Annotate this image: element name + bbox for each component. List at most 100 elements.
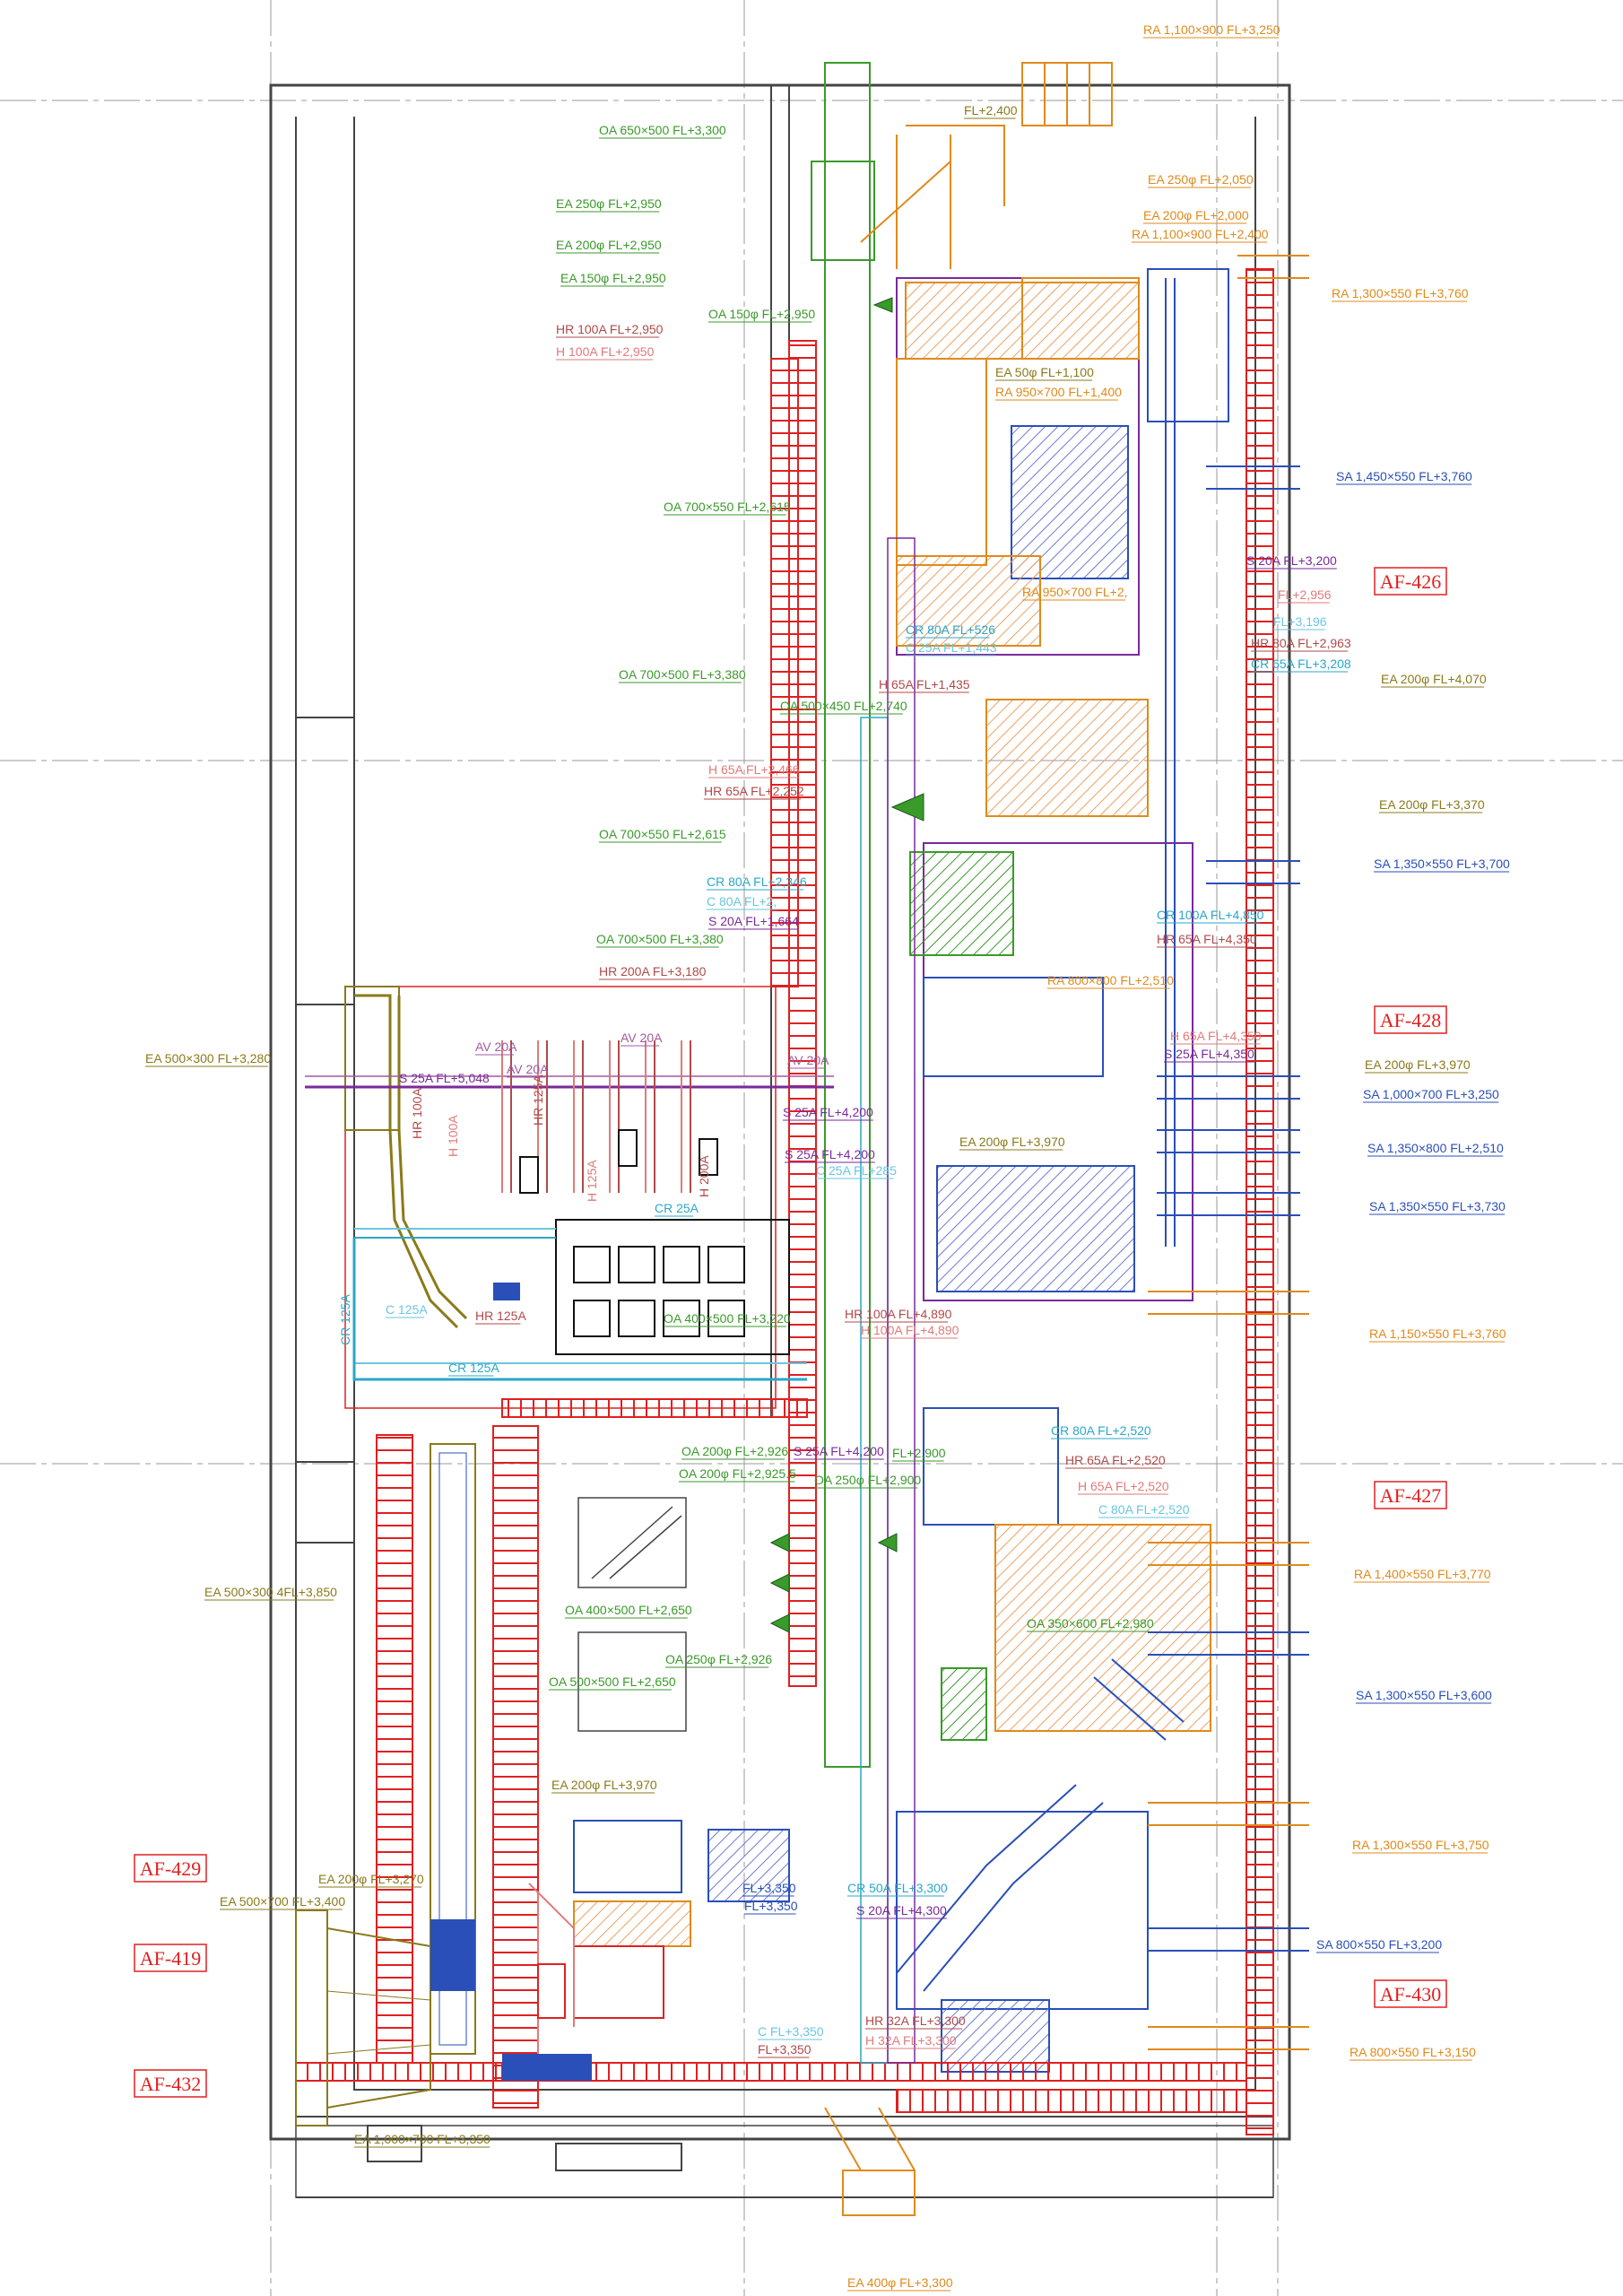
duct-label-ra-1300-550-3750: RA 1,300×550 FL+3,750	[1352, 1838, 1489, 1852]
duct-label-ra-1300-550-3760: RA 1,300×550 FL+3,760	[1332, 286, 1469, 300]
duct-label-c-125a: C 125A	[386, 1302, 428, 1317]
duct-label-hr-32a-3300: HR 32A FL+3,300	[865, 2013, 966, 2028]
duct-label-ea-200-2950: EA 200φ FL+2,950	[556, 238, 662, 252]
duct-label-sa-800-550-3200: SA 800×550 FL+3,200	[1316, 1937, 1442, 1952]
duct-label-ea-500-300-3280: EA 500×300 FL+3,280	[145, 1051, 271, 1065]
duct-label-hr-125a: HR 125A	[475, 1309, 526, 1323]
duct-label-c-3350: C FL+3,350	[758, 2024, 824, 2039]
duct-label-ea-400-3300: EA 400φ FL+3,300	[847, 2275, 953, 2290]
duct-label-oa-700-550-2615a: OA 700×550 FL+2,615	[664, 500, 791, 514]
duct-label-h-65a-1435: H 65A FL+1,435	[879, 677, 970, 691]
duct-label-oa-500-450-2740: OA 500×450 FL+2,740	[780, 699, 907, 713]
duct-label-hr-80a-2963: HR 80A FL+2,963	[1251, 636, 1351, 650]
duct-label-ea-200-2000: EA 200φ FL+2,000	[1143, 208, 1249, 222]
duct-label-h-65a-4350: H 65A FL+4,350	[1170, 1029, 1262, 1043]
room-tag-box	[134, 1854, 207, 1883]
duct-runs	[295, 62, 1309, 2135]
duct-label-sa-1450-550: SA 1,450×550 FL+3,760	[1336, 469, 1472, 483]
duct-label-ra-800-550-3150: RA 800×550 FL+3,150	[1350, 2045, 1476, 2059]
duct-label-cr-50a-3300: CR 50A FL+3,300	[847, 1881, 948, 1895]
duct-label-fl-3350c: FL+3,350	[758, 2042, 812, 2057]
room-tag-box	[1374, 1481, 1447, 1509]
duct-label-ea-200-3970c: EA 200φ FL+3,970	[551, 1778, 657, 1792]
duct-label-oa-250-2900: OA 250φ FL+2,900	[814, 1473, 921, 1487]
room-tag-af-426: AF-426	[1380, 570, 1441, 593]
duct-label-ea-1000-700-3350: EA 1,000×700 FL+3,350	[354, 2132, 490, 2146]
duct-label-ea-250-2050: EA 250φ FL+2,050	[1148, 172, 1254, 187]
duct-label-cr-100a-4850: CR 100A FL+4,850	[1157, 908, 1264, 922]
duct-label-h-65a-2466: H 65A FL+2,466	[708, 762, 800, 777]
duct-label-oa-400-500-2650: OA 400×500 FL+2,650	[565, 1603, 692, 1617]
duct-label-cr-125a-v: CR 125A	[338, 1294, 352, 1345]
duct-label-s-20a-3200: S 20A FL+3,200	[1246, 553, 1337, 568]
duct-label-s-25a-4200a: S 25A FL+4,200	[783, 1105, 873, 1119]
duct-label-av-20a-3: AV 20A	[621, 1031, 663, 1045]
room-tag-box	[1374, 1979, 1447, 2008]
duct-label-oa-200-2926a: OA 200φ FL+2,926	[681, 1444, 788, 1458]
room-tag-af-419: AF-419	[140, 1947, 201, 1970]
duct-label-ea-500-700-3400: EA 500×700 FL+3,400	[220, 1894, 345, 1909]
duct-label-oa-700-500-3380b: OA 700×500 FL+3,380	[596, 932, 724, 946]
duct-label-h-65a-2520: H 65A FL+2,520	[1078, 1479, 1169, 1493]
room-tag-box	[1374, 1005, 1447, 1034]
room-tag-af-432: AF-432	[140, 2073, 201, 2095]
duct-label-c-25a-285: C 25A FL+285	[816, 1163, 897, 1178]
upper-ahu-area	[896, 268, 1229, 2073]
duct-label-cr-80a-526: CR 80A FL+526	[906, 622, 995, 637]
duct-label-av-20a-4: AV 20A	[787, 1053, 829, 1067]
duct-label-ea-200-3970a: EA 200φ FL+3,970	[1365, 1057, 1471, 1072]
duct-label-sa-1000-700-3250: SA 1,000×700 FL+3,250	[1363, 1087, 1499, 1101]
duct-label-sa-1350-800-2510: SA 1,350×800 FL+2,510	[1367, 1141, 1504, 1155]
duct-label-hr-65a-4350: HR 65A FL+4,350	[1157, 932, 1257, 946]
duct-label-hr-100a-v: HR 100A	[410, 1088, 424, 1139]
duct-label-cr-65a-3208: CR 65A FL+3,208	[1251, 657, 1351, 671]
duct-label-oa-700-500-3380a: OA 700×500 FL+3,380	[619, 667, 746, 682]
duct-label-fl-3196: FL+3,196	[1273, 614, 1327, 629]
duct-label-s-25a-4200c: S 25A FL+4,200	[794, 1444, 884, 1458]
room-tags: AF-426AF-428AF-427AF-430AF-429AF-419AF-4…	[134, 567, 1447, 2098]
duct-label-ra-1100-900: RA 1,100×900 FL+3,250	[1143, 22, 1280, 37]
duct-label-ea-250-2950: EA 250φ FL+2,950	[556, 196, 662, 211]
duct-label-c-25a-443: C 25A FL+1,443	[906, 640, 997, 655]
duct-label-s-25a-4350: S 25A FL+4,350	[1164, 1047, 1254, 1061]
duct-label-h-200a-v: H 200A	[697, 1155, 711, 1197]
duct-label-sa-1300-550-3600: SA 1,300×550 FL+3,600	[1356, 1688, 1492, 1702]
duct-label-cr-80a-2520: CR 80A FL+2,520	[1051, 1423, 1151, 1438]
duct-label-fl-2900a: FL+2,900	[892, 1446, 946, 1460]
duct-label-av-20a-1: AV 20A	[475, 1039, 517, 1054]
duct-label-s-20a-1664: S 20A FL+1,664	[708, 914, 799, 928]
duct-label-ra-950-700-2: RA 950×700 FL+2,	[1022, 585, 1128, 599]
duct-label-oa-700-550-2615b: OA 700×550 FL+2,615	[599, 827, 726, 841]
room-tag-af-430: AF-430	[1380, 1983, 1441, 2005]
duct-label-cr-125a: CR 125A	[448, 1361, 499, 1375]
duct-label-hr-100a-2950: HR 100A FL+2,950	[556, 322, 664, 336]
duct-label-c-80a-2520: C 80A FL+2,520	[1098, 1502, 1190, 1517]
duct-label-oa-500-500-2650: OA 500×500 FL+2,650	[549, 1674, 676, 1689]
duct-label-h-32a-3300: H 32A FL+3,300	[865, 2033, 957, 2048]
duct-label-cr-80a-2346: CR 80A FL+2,346	[707, 874, 807, 889]
duct-label-ea-150-2950: EA 150φ FL+2,950	[560, 271, 666, 285]
duct-label-hr-125a-v: HR 125A	[531, 1074, 545, 1126]
duct-label-oa-200-2925: OA 200φ FL+2,925.5	[679, 1466, 796, 1481]
duct-label-s-25a-5048: S 25A FL+5,048	[399, 1071, 490, 1085]
room-tag-af-429: AF-429	[140, 1857, 201, 1880]
duct-label-ea-200-3370: EA 200φ FL+3,370	[1379, 797, 1485, 812]
duct-label-cr-25a: CR 25A	[655, 1201, 699, 1215]
duct-label-ea-200-3970b: EA 200φ FL+3,970	[959, 1135, 1065, 1149]
duct-label-av-20a-2: AV 20A	[507, 1062, 549, 1076]
duct-label-fl-2956: FL+2,956	[1278, 587, 1332, 602]
duct-label-ea-200-3270: EA 200φ FL+3,270	[318, 1872, 424, 1886]
duct-label-hr-200a-3180: HR 200A FL+3,180	[599, 964, 707, 978]
lower-fan-area	[295, 1820, 916, 2216]
duct-label-h-100a-v: H 100A	[446, 1115, 460, 1157]
duct-label-h-100a-2950: H 100A FL+2,950	[556, 344, 655, 359]
duct-label-ea-50-1100: EA 50φ FL+1,100	[995, 365, 1094, 379]
room-tag-box	[134, 2069, 207, 2098]
duct-label-s-25a-4200b: S 25A FL+4,200	[785, 1147, 875, 1161]
duct-label-h-100a-4890: H 100A FL+4,890	[861, 1323, 959, 1337]
duct-label-oa-650-500: OA 650×500 FL+3,300	[599, 123, 726, 137]
duct-label-oa-150-2950: OA 150φ FL+2,950	[708, 307, 815, 321]
room-tag-box	[1374, 567, 1447, 596]
duct-label-ra-1150-550-3760: RA 1,150×550 FL+3,760	[1369, 1326, 1506, 1341]
